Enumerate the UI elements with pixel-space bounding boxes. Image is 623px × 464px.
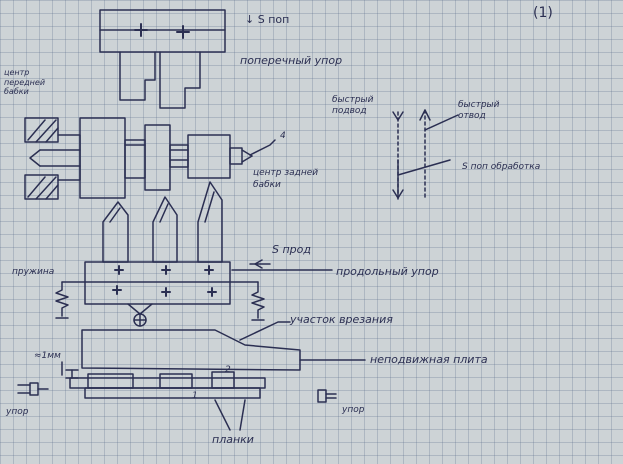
fast-retract-label: быстрый отвод bbox=[458, 100, 500, 121]
longitudinal-stop-label: продольный упор bbox=[336, 265, 439, 278]
headstock-center-label: центр передней бабки bbox=[4, 68, 46, 97]
label-1: 1 bbox=[192, 391, 198, 401]
tools bbox=[102, 181, 223, 263]
stop-left-label: упор bbox=[6, 407, 29, 417]
stop-right-label: упор bbox=[342, 405, 365, 415]
leaders bbox=[61, 109, 459, 376]
transverse-stop-block bbox=[99, 9, 226, 109]
page-number: (1) bbox=[533, 5, 553, 21]
s-prod-label: S прод bbox=[272, 243, 311, 256]
label-2: 2 bbox=[225, 365, 231, 375]
fast-approach-label: быстрый подвод bbox=[332, 95, 374, 116]
fixed-plate bbox=[65, 329, 301, 379]
plunge-section-label: участок врезания bbox=[290, 313, 393, 326]
transverse-stop-label: поперечный упор bbox=[240, 54, 343, 67]
spring-label: пружина bbox=[12, 267, 55, 277]
gap-1mm-label: ≈1мм bbox=[34, 351, 61, 361]
longitudinal-table bbox=[55, 261, 265, 327]
s-pop-machining-label: S поп обработка bbox=[462, 162, 541, 172]
s-pop-label: ↓ S поп bbox=[245, 13, 290, 26]
label-4: 4 bbox=[280, 131, 286, 141]
fixed-plate-label: неподвижная плита bbox=[370, 353, 488, 366]
plates-assembly bbox=[17, 371, 337, 431]
workpiece-assembly bbox=[24, 117, 253, 200]
plates-label: планки bbox=[212, 433, 254, 446]
tailstock-center-label: центр задней бабки bbox=[253, 168, 319, 190]
